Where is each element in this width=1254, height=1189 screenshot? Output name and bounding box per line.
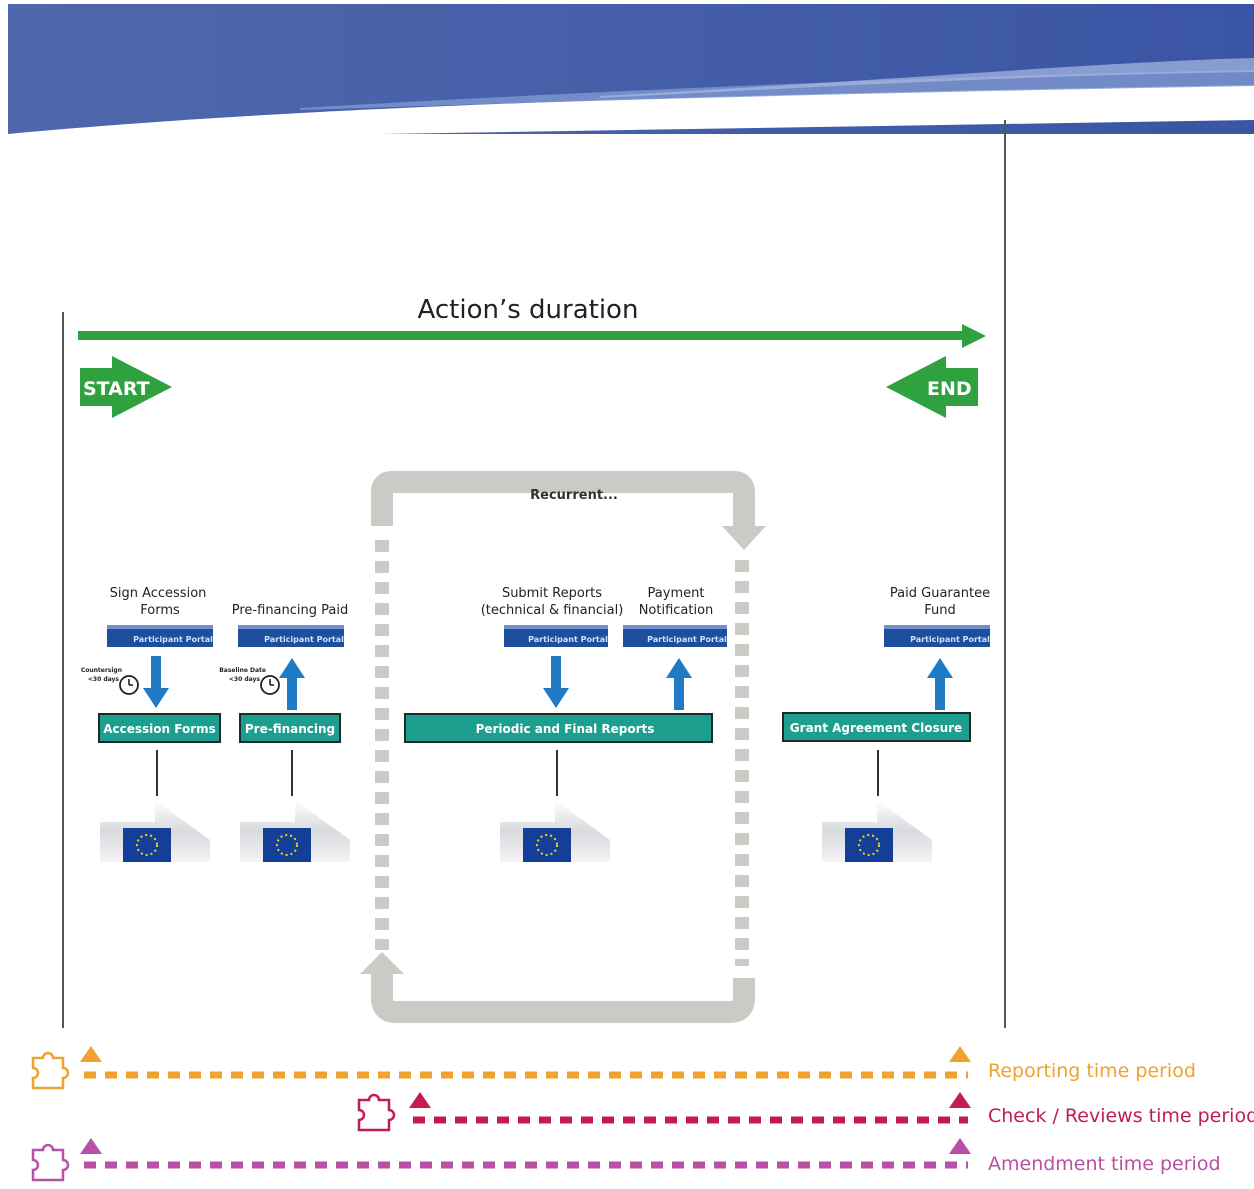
note-countersign-line-1: Countersign bbox=[81, 667, 122, 674]
puzzle-icon bbox=[31, 1051, 70, 1090]
portal-badge-1-label: Participant Portal bbox=[133, 635, 213, 644]
puzzle-icon bbox=[357, 1093, 396, 1132]
step-5-label-line-1: Paid Guarantee bbox=[890, 586, 990, 601]
portal-badge-2: Participant Portal bbox=[238, 625, 344, 647]
portal-badge-5: Participant Portal bbox=[884, 625, 990, 647]
box-accession-forms-label: Accession Forms bbox=[103, 722, 216, 736]
start-arrow: START bbox=[80, 356, 172, 418]
portal-badge-5-label: Participant Portal bbox=[910, 635, 990, 644]
arrow-down-accession bbox=[143, 656, 169, 708]
clock-icon bbox=[260, 675, 280, 695]
box-prefinancing-label: Pre-financing bbox=[245, 722, 335, 736]
flow-arrows bbox=[143, 656, 953, 710]
eu-building-icon-4 bbox=[822, 800, 932, 862]
duration-arrow bbox=[78, 324, 986, 348]
puzzle-icon bbox=[31, 1143, 70, 1182]
start-label: START bbox=[83, 378, 150, 400]
period-reporting: Reporting time period bbox=[31, 1046, 1196, 1090]
portal-badge-3: Participant Portal bbox=[504, 625, 608, 647]
step-3-label-line-1: Submit Reports bbox=[502, 586, 602, 601]
note-baseline: Baseline Date <30 days bbox=[219, 667, 280, 695]
header-banner bbox=[8, 4, 1254, 140]
process-boxes: Accession Forms Pre-financing Periodic a… bbox=[98, 712, 971, 743]
connector-lines bbox=[156, 750, 879, 796]
step-1-label-line-1: Sign Accession bbox=[110, 586, 207, 601]
box-periodic-final-reports-label: Periodic and Final Reports bbox=[476, 722, 655, 736]
portal-badges: Participant Portal Participant Portal Pa… bbox=[107, 625, 990, 647]
step-1-label-line-2: Forms bbox=[140, 603, 180, 618]
eu-building-icon-2 bbox=[240, 800, 350, 862]
note-baseline-line-1: Baseline Date bbox=[219, 667, 266, 674]
step-4-label-line-1: Payment bbox=[648, 586, 705, 601]
note-countersign: Countersign <30 days bbox=[81, 667, 139, 695]
box-prefinancing: Pre-financing bbox=[239, 713, 341, 743]
arrow-down-reports bbox=[543, 656, 569, 708]
period-check-reviews: Check / Reviews time period bbox=[357, 1092, 1254, 1132]
portal-badge-1: Participant Portal bbox=[107, 625, 213, 647]
step-5-label-line-2: Fund bbox=[924, 603, 956, 618]
step-4-label-line-2: Notification bbox=[639, 603, 714, 618]
step-3-label-line-2: (technical & financial) bbox=[481, 603, 624, 618]
recurrent-loop: Recurrent... bbox=[360, 471, 766, 1023]
recurrent-label: Recurrent... bbox=[530, 488, 618, 503]
step-labels: Sign Accession Forms Pre-financing Paid … bbox=[110, 586, 990, 618]
eu-building-icon-3 bbox=[500, 800, 610, 862]
period-amendment-label: Amendment time period bbox=[988, 1153, 1221, 1175]
portal-badge-2-label: Participant Portal bbox=[264, 635, 344, 644]
period-check-reviews-label: Check / Reviews time period bbox=[988, 1105, 1254, 1127]
arrow-up-prefinancing bbox=[279, 658, 305, 710]
step-2-label: Pre-financing Paid bbox=[232, 603, 348, 618]
clock-icon bbox=[119, 675, 139, 695]
box-grant-agreement-closure-label: Grant Agreement Closure bbox=[790, 721, 962, 735]
arrow-up-guarantee bbox=[927, 658, 953, 710]
box-periodic-final-reports: Periodic and Final Reports bbox=[404, 713, 713, 743]
note-baseline-line-2: <30 days bbox=[229, 676, 261, 683]
note-countersign-line-2: <30 days bbox=[88, 676, 120, 683]
eu-building-icon-1 bbox=[100, 800, 210, 862]
end-arrow: END bbox=[886, 356, 978, 418]
end-label: END bbox=[927, 378, 972, 400]
arrow-up-payment bbox=[666, 658, 692, 710]
period-amendment: Amendment time period bbox=[31, 1138, 1221, 1182]
portal-badge-4-label: Participant Portal bbox=[647, 635, 727, 644]
duration-title: Action’s duration bbox=[418, 295, 639, 325]
box-accession-forms: Accession Forms bbox=[98, 713, 221, 743]
period-reporting-label: Reporting time period bbox=[988, 1060, 1196, 1082]
portal-badge-3-label: Participant Portal bbox=[528, 635, 608, 644]
box-grant-agreement-closure: Grant Agreement Closure bbox=[782, 712, 971, 742]
portal-badge-4: Participant Portal bbox=[623, 625, 727, 647]
